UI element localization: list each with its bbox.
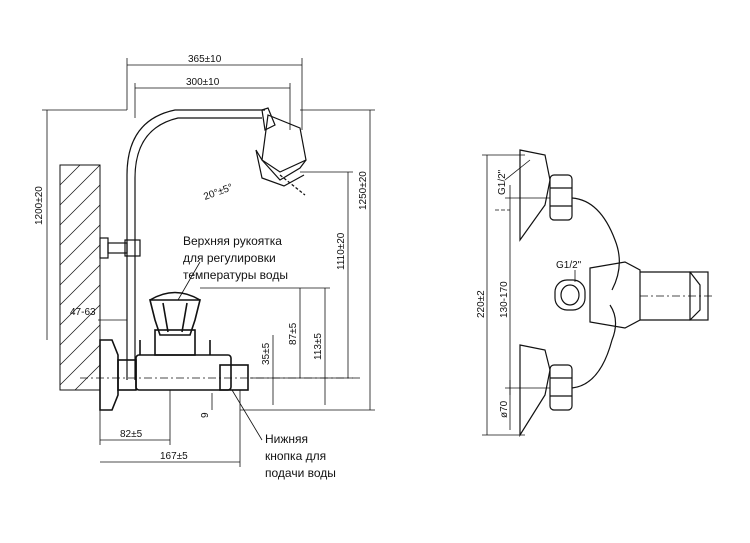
lower-button-label-3: подачи воды bbox=[265, 466, 336, 480]
wall-hatch bbox=[59, 164, 101, 391]
upper-handle-label-3: температуры воды bbox=[183, 268, 288, 282]
wall-bracket bbox=[99, 237, 141, 259]
upper-handle bbox=[148, 291, 202, 336]
dim-70: ø70 bbox=[499, 400, 510, 418]
dim-130-170: 130-170 bbox=[499, 281, 510, 318]
lower-button-label-1: Нижняя bbox=[265, 432, 308, 446]
dim-82: 82±5 bbox=[120, 429, 143, 440]
dim-35: 35±5 bbox=[261, 342, 272, 365]
dim-1200: 1200±20 bbox=[34, 186, 45, 225]
dim-113: 113±5 bbox=[313, 333, 324, 360]
dim-g12-top: G1/2" bbox=[497, 169, 508, 195]
dimension-lines-left bbox=[42, 58, 375, 467]
shower-rail bbox=[126, 109, 265, 380]
side-view-body bbox=[519, 149, 709, 438]
dim-g12-mid: G1/2" bbox=[556, 260, 582, 271]
side-view-dims bbox=[482, 154, 715, 436]
lower-button-label-2: кнопка для bbox=[265, 449, 326, 463]
dim-9: 9 bbox=[200, 412, 211, 418]
dim-1110: 1110±20 bbox=[336, 232, 347, 270]
dim-87: 87±5 bbox=[288, 322, 299, 345]
upper-handle-label-1: Верхняя рукоятка bbox=[183, 234, 282, 248]
dim-167: 167±5 bbox=[160, 451, 188, 462]
dim-20deg: 20°±5° bbox=[202, 182, 234, 203]
dim-220: 220±2 bbox=[476, 290, 487, 318]
dim-365: 365±10 bbox=[188, 54, 222, 65]
dim-300: 300±10 bbox=[186, 77, 220, 88]
mixer-body bbox=[99, 329, 249, 411]
shower-head bbox=[255, 107, 307, 196]
upper-handle-label-2: для регулировки bbox=[183, 251, 276, 265]
dim-1250: 1250±20 bbox=[358, 171, 369, 210]
dim-47-63: 47-63 bbox=[70, 307, 96, 318]
